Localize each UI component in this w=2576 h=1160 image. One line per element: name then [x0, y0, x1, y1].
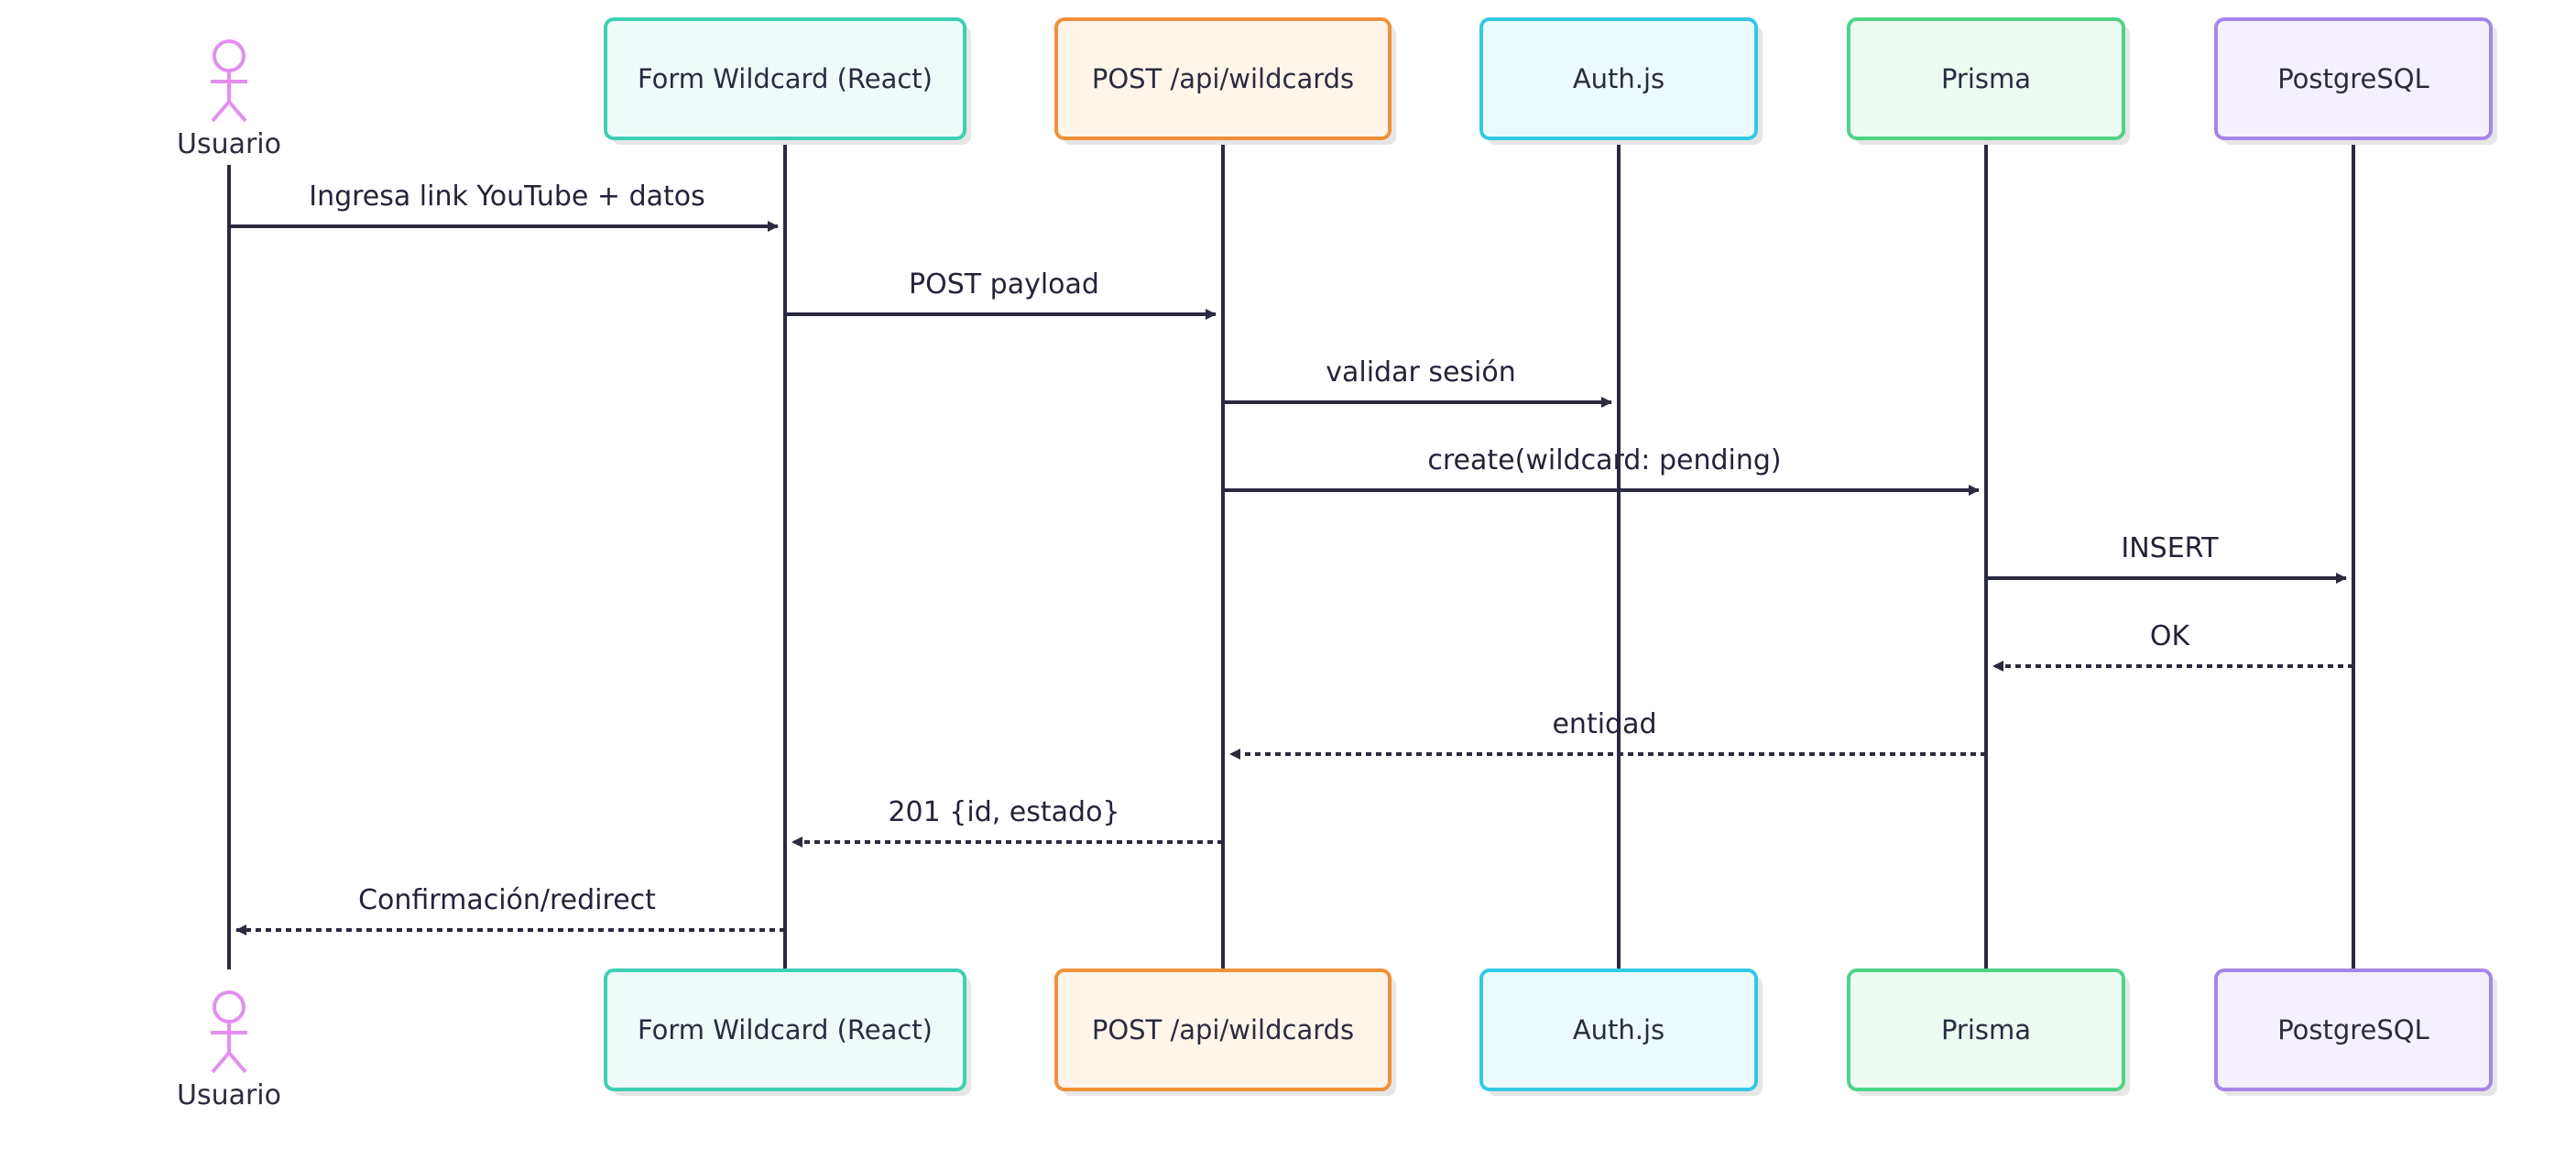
message-label: entidad: [1552, 708, 1656, 740]
message-1: Ingresa link YouTube + datos: [229, 181, 779, 232]
message-2: POST payload: [785, 268, 1217, 320]
person-icon: [211, 990, 247, 1074]
person-leg-right: [227, 1051, 247, 1074]
participant-prisma-top: Prisma: [1847, 17, 2130, 145]
actor-usuario-top: Usuario: [177, 39, 281, 160]
person-leg-right: [227, 100, 247, 123]
person-head: [213, 990, 246, 1023]
participant-auth-bottom: Auth.js: [1479, 968, 1763, 1096]
person-leg-left: [211, 100, 231, 123]
message-6: OK: [1992, 620, 2353, 672]
participant-auth-top: Auth.js: [1479, 17, 1763, 145]
participant-box: [1054, 968, 1392, 1091]
message-label: create(wildcard: pending): [1427, 444, 1781, 476]
actor-label: Usuario: [177, 1079, 281, 1111]
participant-label: Auth.js: [1573, 1014, 1665, 1045]
message-3: validar sesión: [1223, 356, 1612, 408]
participant-form-bottom: Form Wildcard (React): [604, 968, 971, 1096]
participant-label: PostgreSQL: [2277, 1014, 2429, 1045]
message-label: Confirmación/redirect: [358, 884, 656, 916]
participant-box: [1479, 17, 1758, 140]
message-9: Confirmación/redirect: [235, 884, 785, 936]
message-7: entidad: [1229, 708, 1986, 760]
participant-box: [1847, 968, 2125, 1091]
message-4: create(wildcard: pending): [1223, 444, 1980, 496]
participant-label: Prisma: [1941, 1014, 2031, 1045]
actor-label: Usuario: [177, 128, 281, 160]
person-icon: [211, 39, 247, 123]
participant-pg-top: PostgreSQL: [2214, 17, 2497, 145]
message-8: 201 {id, estado}: [791, 796, 1223, 848]
participant-label: Form Wildcard (React): [638, 63, 933, 94]
participant-api-bottom: POST /api/wildcards: [1054, 968, 1396, 1096]
message-label: INSERT: [2121, 532, 2219, 564]
message-label: Ingresa link YouTube + datos: [309, 181, 705, 213]
participant-label: POST /api/wildcards: [1092, 63, 1354, 94]
message-5: INSERT: [1986, 532, 2347, 584]
participant-box: [1054, 17, 1392, 140]
message-label: validar sesión: [1326, 356, 1516, 388]
participant-box: [604, 968, 966, 1091]
participant-box: [604, 17, 966, 140]
participant-pg-bottom: PostgreSQL: [2214, 968, 2497, 1096]
actor-usuario-bottom: Usuario: [177, 990, 281, 1111]
participant-box: [2214, 968, 2493, 1091]
message-label: OK: [2150, 620, 2191, 652]
participant-api-top: POST /api/wildcards: [1054, 17, 1396, 145]
participant-label: Prisma: [1941, 63, 2031, 94]
participant-label: Auth.js: [1573, 63, 1665, 94]
person-leg-left: [211, 1051, 231, 1074]
participant-box: [2214, 17, 2493, 140]
lifelines: [227, 139, 2355, 970]
participant-label: POST /api/wildcards: [1092, 1014, 1354, 1045]
participant-form-top: Form Wildcard (React): [604, 17, 971, 145]
participant-box: [1479, 968, 1758, 1091]
participant-label: Form Wildcard (React): [638, 1014, 933, 1045]
person-head: [213, 39, 246, 72]
participant-prisma-bottom: Prisma: [1847, 968, 2130, 1096]
participant-label: PostgreSQL: [2277, 63, 2429, 94]
message-label: 201 {id, estado}: [888, 796, 1119, 828]
participants: Form Wildcard (React) Form Wildcard (Reac…: [177, 17, 2497, 1111]
message-label: POST payload: [909, 268, 1099, 301]
participant-box: [1847, 17, 2125, 140]
